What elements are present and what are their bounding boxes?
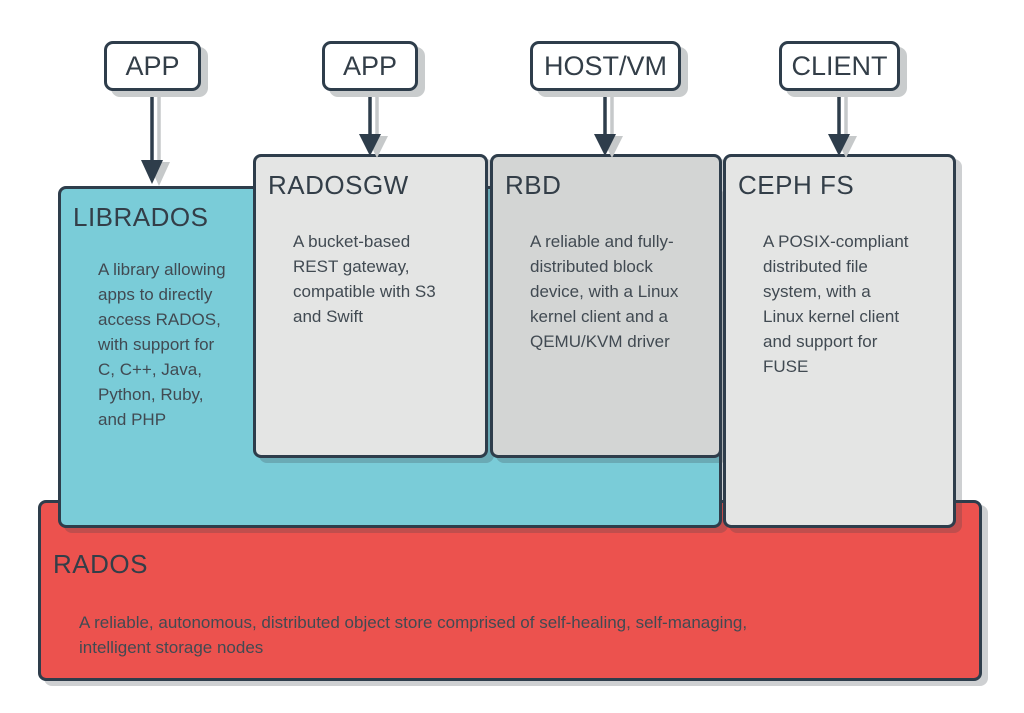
rados-title: RADOS <box>53 549 148 579</box>
radosgw-description: A bucket-based REST gateway, compatible … <box>293 232 436 326</box>
rbd-description: A reliable and fully- distributed block … <box>530 232 679 351</box>
radosgw-title: RADOSGW <box>268 170 409 200</box>
top-node-app-2-label: APP <box>342 50 398 81</box>
rados-description: A reliable, autonomous, distributed obje… <box>79 613 748 657</box>
top-node-host-vm: HOST/VM <box>530 41 681 91</box>
component-cephfs: CEPH FS A POSIX-compliant distributed fi… <box>723 154 956 528</box>
component-rbd: RBD A reliable and fully- distributed bl… <box>490 154 722 458</box>
component-radosgw: RADOSGW A bucket-based REST gateway, com… <box>253 154 488 458</box>
cephfs-description: A POSIX-compliant distributed file syste… <box>763 232 909 376</box>
librados-description: A library allowing apps to directly acce… <box>98 260 226 429</box>
down-arrow-app2-to-radosgw-icon <box>359 92 388 158</box>
down-arrow-app1-to-librados-icon <box>141 92 170 186</box>
down-arrow-hostvm-to-rbd-icon <box>594 92 623 158</box>
rbd-title: RBD <box>505 170 562 200</box>
top-node-client: CLIENT <box>779 41 900 91</box>
component-rados: RADOS A reliable, autonomous, distribute… <box>38 500 982 681</box>
top-node-app-1: APP <box>104 41 201 91</box>
top-node-client-label: CLIENT <box>791 50 888 81</box>
librados-title: LIBRADOS <box>73 202 209 232</box>
top-node-host-vm-label: HOST/VM <box>543 50 667 81</box>
cephfs-title: CEPH FS <box>738 170 855 200</box>
top-node-app-2: APP <box>322 41 418 91</box>
top-node-app-1-label: APP <box>125 50 180 81</box>
down-arrow-client-to-cephfs-icon <box>828 92 857 158</box>
